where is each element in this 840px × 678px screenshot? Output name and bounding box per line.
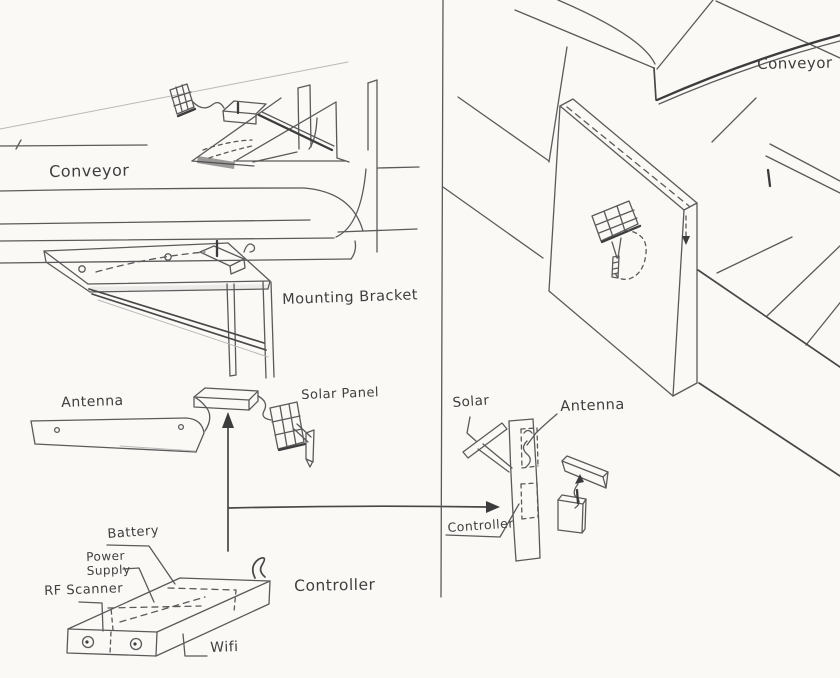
controller-box-sketch <box>66 557 271 657</box>
leader-lines-right <box>445 413 558 538</box>
small-controller-box-sketch <box>557 488 587 534</box>
mounting-bracket-sketch <box>43 239 275 379</box>
flow-arrow-up <box>222 412 234 552</box>
wall-sketch <box>442 46 840 477</box>
bracket-on-conveyor-sketch <box>169 83 350 169</box>
panel-divider-line <box>440 0 444 598</box>
label-solar-right: Solar <box>452 392 490 411</box>
board-solar-panel-sketch <box>591 200 647 280</box>
label-power-supply: Power Supply <box>85 548 131 578</box>
label-conveyor-left: Conveyor <box>49 160 130 181</box>
mounted-board-sketch <box>548 98 698 397</box>
flow-arrow-right <box>228 501 500 513</box>
right-view-sketch <box>442 0 840 562</box>
solar-panel-unit-sketch <box>193 387 315 468</box>
label-wifi: Wifi <box>210 639 239 656</box>
left-view-sketch <box>0 61 500 657</box>
label-rf-scanner: RF Scanner <box>44 581 124 599</box>
label-antenna-right: Antenna <box>560 396 626 415</box>
label-solar-panel: Solar Panel <box>301 385 380 403</box>
label-conveyor-right: Conveyor <box>757 53 833 73</box>
label-antenna-left: Antenna <box>61 392 124 411</box>
label-controller-left: Controller <box>294 575 376 595</box>
antenna-bar-sketch <box>30 397 211 453</box>
leader-lines-left <box>78 544 208 657</box>
conveyor-iso-sketch <box>514 0 840 194</box>
conveyor-side-sketch <box>0 61 420 264</box>
